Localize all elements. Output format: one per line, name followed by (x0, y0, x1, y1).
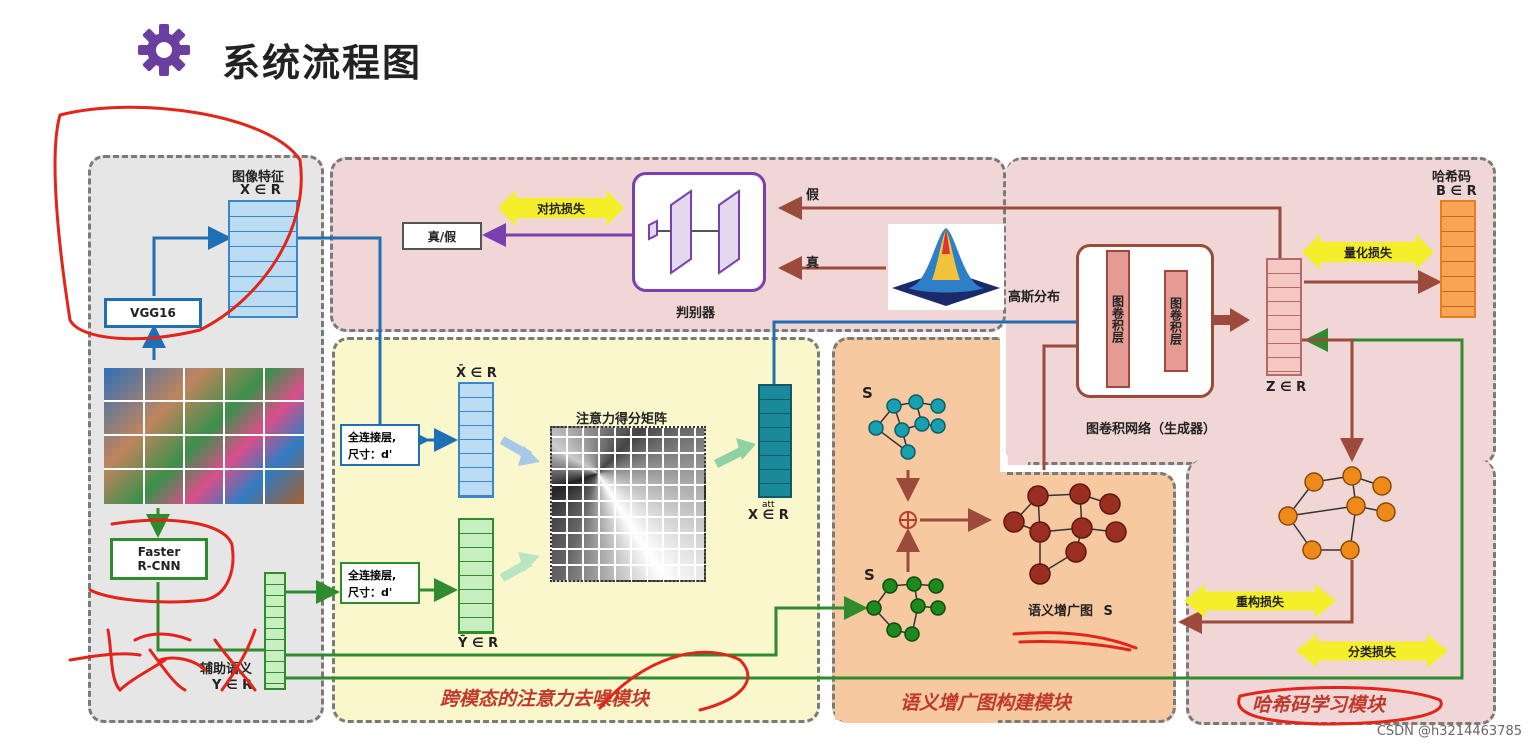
gcn-layer-1: 图卷积层 (1106, 250, 1130, 388)
fc-layer-image: 全连接层, 尺寸：d' (340, 424, 420, 466)
ybar-symbol: Ȳ ∈ R (458, 636, 499, 651)
semantic-graph-icon (1003, 483, 1127, 585)
semantic-module-title: 语义增广图构建模块 (900, 692, 1072, 714)
semantic-graph-text: 语义增广图 (1028, 604, 1094, 619)
ybar-vector (458, 518, 494, 634)
real-label: 真 (806, 256, 820, 271)
z-symbol: Z ∈ R (1266, 380, 1307, 395)
faster-rcnn-box: Faster R-CNN (110, 538, 208, 580)
gaussian-label: 高斯分布 (1008, 290, 1061, 305)
s-text-symbol: S (864, 566, 875, 584)
s-visual-symbol: S (862, 384, 873, 402)
hash-code-label: 哈希码 (1432, 170, 1472, 185)
hash-panel-fill (1008, 330, 1028, 465)
xatt-superscript: att (762, 500, 775, 510)
hash-module-title: 哈希码学习模块 (1252, 694, 1386, 716)
faster-rcnn-line2: R-CNN (137, 559, 181, 573)
xatt-symbol: X ∈ R (748, 508, 789, 523)
faster-rcnn-line1: Faster (137, 545, 181, 559)
semantic-graph-s: S (1103, 604, 1113, 619)
page-title: 系统流程图 (222, 41, 423, 85)
xatt-base: X ∈ R (748, 508, 789, 523)
text-graph-icon (866, 576, 946, 642)
aux-semantic-vector (264, 572, 286, 690)
gaussian-surface-icon (892, 228, 1000, 306)
semantic-panel-extension (998, 472, 1176, 723)
discriminator-label: 判别器 (676, 306, 716, 321)
fc-layer-text-line2: 尺寸：d' (348, 586, 393, 599)
gcn-network-label: 图卷积网络（生成器） (1086, 422, 1217, 437)
hash-code-vector (1440, 200, 1476, 318)
gaussian-plot (888, 224, 1004, 310)
semantic-graph-label: 语义增广图 S (1028, 600, 1113, 619)
gcn-layer-2: 图卷积层 (1164, 270, 1188, 372)
watermark: CSDN @h3214463785 (1376, 724, 1522, 739)
gear-icon (138, 24, 190, 76)
image-feature-vector (228, 200, 298, 318)
fake-label: 假 (806, 188, 820, 203)
image-feature-label: 图像特征 (232, 170, 285, 185)
vgg-box: VGG16 (104, 298, 202, 328)
xbar-vector (458, 382, 494, 498)
attention-module-title: 跨模态的注意力去噪模块 (440, 688, 650, 710)
hash-code-symbol: B ∈ R (1436, 184, 1477, 199)
hash-graph-icon (1278, 466, 1396, 560)
discriminator-cnn-icon (648, 189, 740, 275)
fc-layer-text: 全连接层, 尺寸：d' (340, 562, 420, 604)
fc-layer-text-line1: 全连接层, (348, 569, 397, 582)
fc-layer-image-line2: 尺寸：d' (348, 448, 393, 461)
xbar-symbol: X̄ ∈ R (456, 366, 497, 381)
z-vector (1266, 258, 1302, 376)
gcn-generator-box (1076, 244, 1214, 398)
fc-layer-image-line1: 全连接层, (348, 431, 397, 444)
real-fake-box: 真/假 (402, 222, 482, 250)
image-feature-symbol: X ∈ R (240, 183, 281, 198)
xatt-vector (758, 384, 792, 498)
attention-matrix-label: 注意力得分矩阵 (576, 412, 668, 427)
visual-graph-icon (868, 394, 946, 460)
attention-matrix (550, 426, 706, 582)
dataset-image-grid (104, 368, 304, 504)
discriminator-box (632, 172, 766, 292)
